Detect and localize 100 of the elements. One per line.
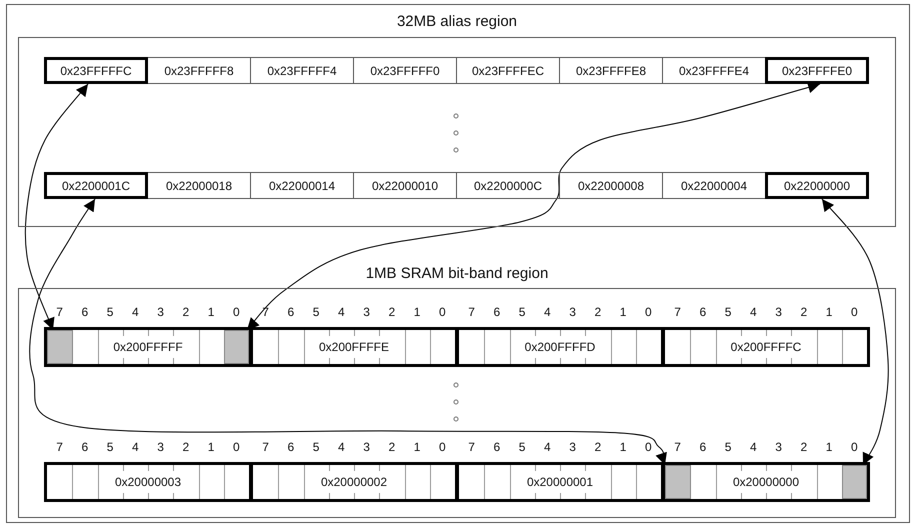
bit-number: 6 xyxy=(492,440,502,454)
bit-number: 3 xyxy=(156,305,165,319)
bit-number: 4 xyxy=(543,305,552,319)
address-cell: 0x22000004 xyxy=(662,172,766,199)
byte-box xyxy=(250,327,458,367)
bit-number: 0 xyxy=(850,305,859,319)
bit-number: 4 xyxy=(131,440,140,454)
bit-number: 5 xyxy=(312,440,320,454)
byte-box xyxy=(662,327,870,367)
byte-address: 0x20000001 xyxy=(526,475,594,489)
highlighted-bit-cell xyxy=(47,330,74,364)
region-title: 1MB SRAM bit-band region xyxy=(364,265,550,282)
bit-number: 5 xyxy=(106,305,114,319)
bit-number: 2 xyxy=(800,305,808,319)
bit-number: 6 xyxy=(698,305,708,319)
address-cell: 0x22000000 xyxy=(765,172,869,199)
bit-number: 7 xyxy=(261,305,270,319)
bit-number: 3 xyxy=(568,440,577,454)
bit-number: 3 xyxy=(774,440,783,454)
address-cell: 0x23FFFFE0 xyxy=(765,57,869,84)
bit-number: 3 xyxy=(774,305,783,319)
byte-box xyxy=(44,327,252,367)
address-cell: 0x23FFFFEC xyxy=(456,57,560,84)
bit-number: 1 xyxy=(618,440,628,454)
bit-number: 6 xyxy=(286,440,296,454)
bit-number: 4 xyxy=(337,440,346,454)
bit-number: 0 xyxy=(850,440,859,454)
bit-number: 1 xyxy=(824,305,834,319)
bit-number: 0 xyxy=(644,440,653,454)
bit-number: 7 xyxy=(55,440,64,454)
bit-number: 7 xyxy=(467,305,476,319)
bit-number: 5 xyxy=(518,305,526,319)
byte-box xyxy=(44,462,252,502)
address-cell: 0x2200001C xyxy=(44,172,148,199)
bit-number: 5 xyxy=(724,440,732,454)
highlighted-bit-cell xyxy=(842,465,867,499)
bit-number: 0 xyxy=(438,305,447,319)
bit-number: 1 xyxy=(412,440,422,454)
bit-number: 5 xyxy=(518,440,526,454)
bit-number: 4 xyxy=(749,440,758,454)
bit-number: 1 xyxy=(412,305,422,319)
byte-address: 0x20000000 xyxy=(732,475,800,489)
address-cell: 0x23FFFFF4 xyxy=(250,57,354,84)
bit-number: 6 xyxy=(286,305,296,319)
bit-number: 5 xyxy=(724,305,732,319)
byte-box xyxy=(456,462,664,502)
byte-box xyxy=(662,462,870,502)
bit-number: 2 xyxy=(594,440,602,454)
byte-box xyxy=(456,327,664,367)
address-cell: 0x22000010 xyxy=(353,172,457,199)
bit-number: 0 xyxy=(644,305,653,319)
bit-number: 7 xyxy=(55,305,64,319)
bit-number: 1 xyxy=(206,305,216,319)
bit-number: 3 xyxy=(156,440,165,454)
bit-number: 4 xyxy=(131,305,140,319)
byte-address: 0x20000003 xyxy=(114,475,182,489)
bit-number: 6 xyxy=(80,440,90,454)
byte-address: 0x20000002 xyxy=(320,475,388,489)
byte-address: 0x200FFFFF xyxy=(113,340,183,354)
bit-number: 6 xyxy=(698,440,708,454)
byte-address: 0x200FFFFD xyxy=(524,340,596,354)
bit-number: 0 xyxy=(438,440,447,454)
bit-number: 4 xyxy=(543,440,552,454)
bit-number: 6 xyxy=(492,305,502,319)
bit-number: 5 xyxy=(312,305,320,319)
address-cell: 0x23FFFFF8 xyxy=(147,57,251,84)
byte-address: 0x200FFFFC xyxy=(730,340,802,354)
highlighted-bit-cell xyxy=(665,465,692,499)
address-cell: 0x22000014 xyxy=(250,172,354,199)
bit-number: 2 xyxy=(182,440,190,454)
bit-number: 0 xyxy=(232,440,241,454)
address-cell: 0x2200000C xyxy=(456,172,560,199)
address-cell: 0x22000008 xyxy=(559,172,663,199)
bit-number: 5 xyxy=(106,440,114,454)
bit-number: 3 xyxy=(568,305,577,319)
bit-number: 1 xyxy=(824,440,834,454)
bit-number: 4 xyxy=(749,305,758,319)
bit-number: 7 xyxy=(467,440,476,454)
bit-number: 4 xyxy=(337,305,346,319)
address-cell: 0x23FFFFE4 xyxy=(662,57,766,84)
address-cell: 0x22000018 xyxy=(147,172,251,199)
bit-number: 0 xyxy=(232,305,241,319)
bit-number: 3 xyxy=(362,440,371,454)
bit-number: 6 xyxy=(80,305,90,319)
region-title: 32MB alias region xyxy=(396,13,518,30)
bit-number: 2 xyxy=(388,440,396,454)
bit-number: 7 xyxy=(261,440,270,454)
address-cell: 0x23FFFFE8 xyxy=(559,57,663,84)
bit-number: 7 xyxy=(673,305,682,319)
byte-box xyxy=(250,462,458,502)
bit-number: 2 xyxy=(800,440,808,454)
bit-number: 7 xyxy=(673,440,682,454)
bit-number: 1 xyxy=(206,440,216,454)
bit-number: 2 xyxy=(182,305,190,319)
bit-number: 1 xyxy=(618,305,628,319)
address-cell: 0x23FFFFFC xyxy=(44,57,148,84)
byte-address: 0x200FFFFE xyxy=(318,340,390,354)
highlighted-bit-cell xyxy=(224,330,249,364)
bit-number: 2 xyxy=(388,305,396,319)
bit-number: 3 xyxy=(362,305,371,319)
